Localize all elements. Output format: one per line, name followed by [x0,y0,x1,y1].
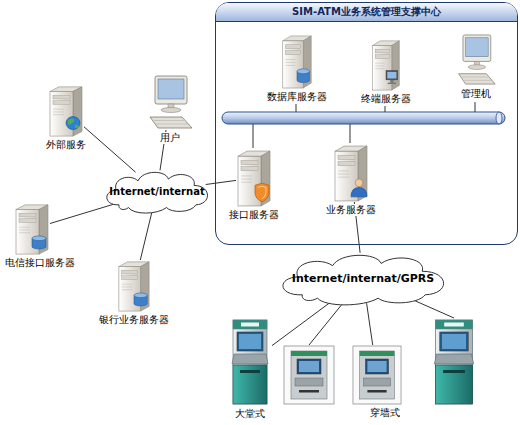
device-label: 外部服务 [45,139,87,151]
bus-link [253,124,254,148]
network-link [367,303,373,345]
server-node: 外部服务 [48,85,84,137]
server-node: 电信接口服务器 [14,203,50,255]
device-label: 银行业务服务器 [98,314,170,326]
support-center-frame: SIM-ATM业务系统管理支撑中心数据库服务器终端服务器管理机接口服务器业务服务… [215,2,518,245]
bus-end [496,112,502,124]
network-link [84,127,136,172]
server-icon [48,85,84,137]
cloud-label: Internet/internat [100,168,214,214]
server-node: 业务服务器 [333,144,369,202]
center-title: SIM-ATM业务系统管理支撑中心 [216,3,517,22]
server-icon [371,39,401,91]
computer-icon [147,75,193,130]
atm-lobby-icon [430,318,478,406]
server-icon [117,260,151,312]
network-cloud: Internet/internat/GPRS [272,250,454,306]
atm-node: 穿墙式 [352,345,402,405]
bus-link [350,124,351,143]
network-link [206,180,236,184]
server-icon [333,144,369,202]
server-icon [281,34,313,89]
device-label: 用户 [159,132,181,144]
computer-node: 用户 [147,75,193,130]
bus-link [475,102,476,112]
device-label: 接口服务器 [228,209,280,221]
bus-link [296,104,297,112]
server-node: 数据库服务器 [281,34,313,89]
server-node: 接口服务器 [236,149,272,207]
network-link [272,301,332,345]
server-icon [14,203,50,255]
device-label: 管理机 [460,88,492,100]
bus-link [385,106,386,112]
device-label: 穿墙式 [369,407,401,419]
server-node: 终端服务器 [371,39,401,91]
atm-link [411,299,454,318]
server-node: 银行业务服务器 [117,260,151,312]
atm-link [309,303,343,345]
device-label: 终端服务器 [360,93,412,105]
atm-wall-icon [352,345,402,405]
network-link [140,212,152,260]
atm-illustration [283,345,335,405]
network-bus [222,112,505,124]
device-label: 数据库服务器 [266,91,328,103]
network-cloud: Internet/internat [100,168,214,214]
computer-icon [456,34,496,86]
atm-illustration [430,318,478,406]
network-link [50,204,116,224]
device-label: 电信接口服务器 [4,257,76,269]
atm-node: 大堂式 [228,318,272,406]
cloud-label: Internet/internat/GPRS [272,250,454,306]
atm-wall-icon [283,345,335,405]
device-label: 业务服务器 [325,204,377,216]
device-label: 大堂式 [234,408,266,420]
server-icon [236,149,272,207]
computer-node: 管理机 [456,34,496,86]
atm-lobby-icon [228,318,272,406]
